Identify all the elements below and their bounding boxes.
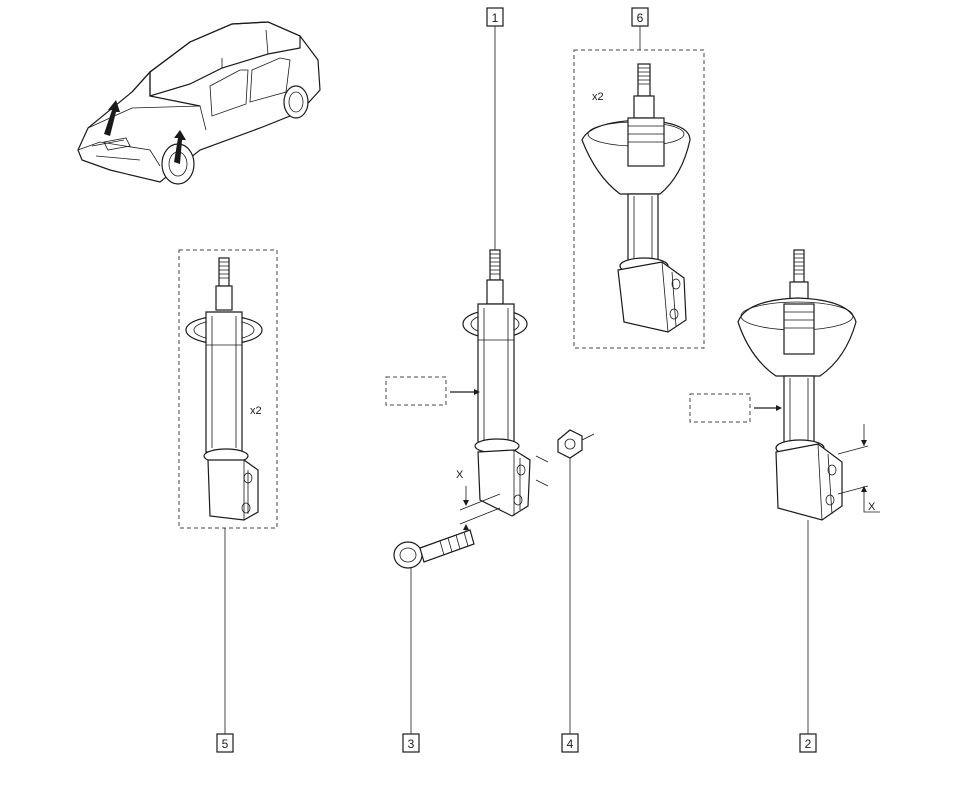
strut-assembly-2: X <box>689 249 880 521</box>
callout-part-2: 2 <box>799 733 817 753</box>
kit-6-quantity: x2 <box>592 91 604 103</box>
bolt-3 <box>393 529 475 569</box>
reference-box-1 <box>385 376 447 406</box>
callout-2-label: 2 <box>805 737 812 751</box>
leader-lines <box>224 26 809 734</box>
callout-5-label: 5 <box>222 737 229 751</box>
reference-box-2 <box>689 393 751 423</box>
strut-assembly-1: X <box>385 249 549 546</box>
callout-part-6: 6 <box>631 7 649 27</box>
callout-3-label: 3 <box>408 737 415 751</box>
kit-6-dashed-frame <box>573 49 705 349</box>
callout-part-5: 5 <box>216 733 234 753</box>
kit-5-quantity: x2 <box>250 405 262 417</box>
callout-4-label: 4 <box>567 737 574 751</box>
callout-part-3: 3 <box>402 733 420 753</box>
car-illustration <box>77 21 321 185</box>
strut-1-dimension-x: X <box>456 469 464 481</box>
callout-6-label: 6 <box>637 11 644 25</box>
nut-4 <box>557 429 595 459</box>
strut-assembly-6: x2 <box>573 49 705 349</box>
kit-5-dashed-frame <box>178 249 278 529</box>
strut-2-dimension-x: X <box>868 501 876 513</box>
callout-part-4: 4 <box>561 733 579 753</box>
callout-1-label: 1 <box>492 11 499 25</box>
strut-assembly-5: x2 <box>178 249 278 529</box>
callout-part-1: 1 <box>486 7 504 27</box>
